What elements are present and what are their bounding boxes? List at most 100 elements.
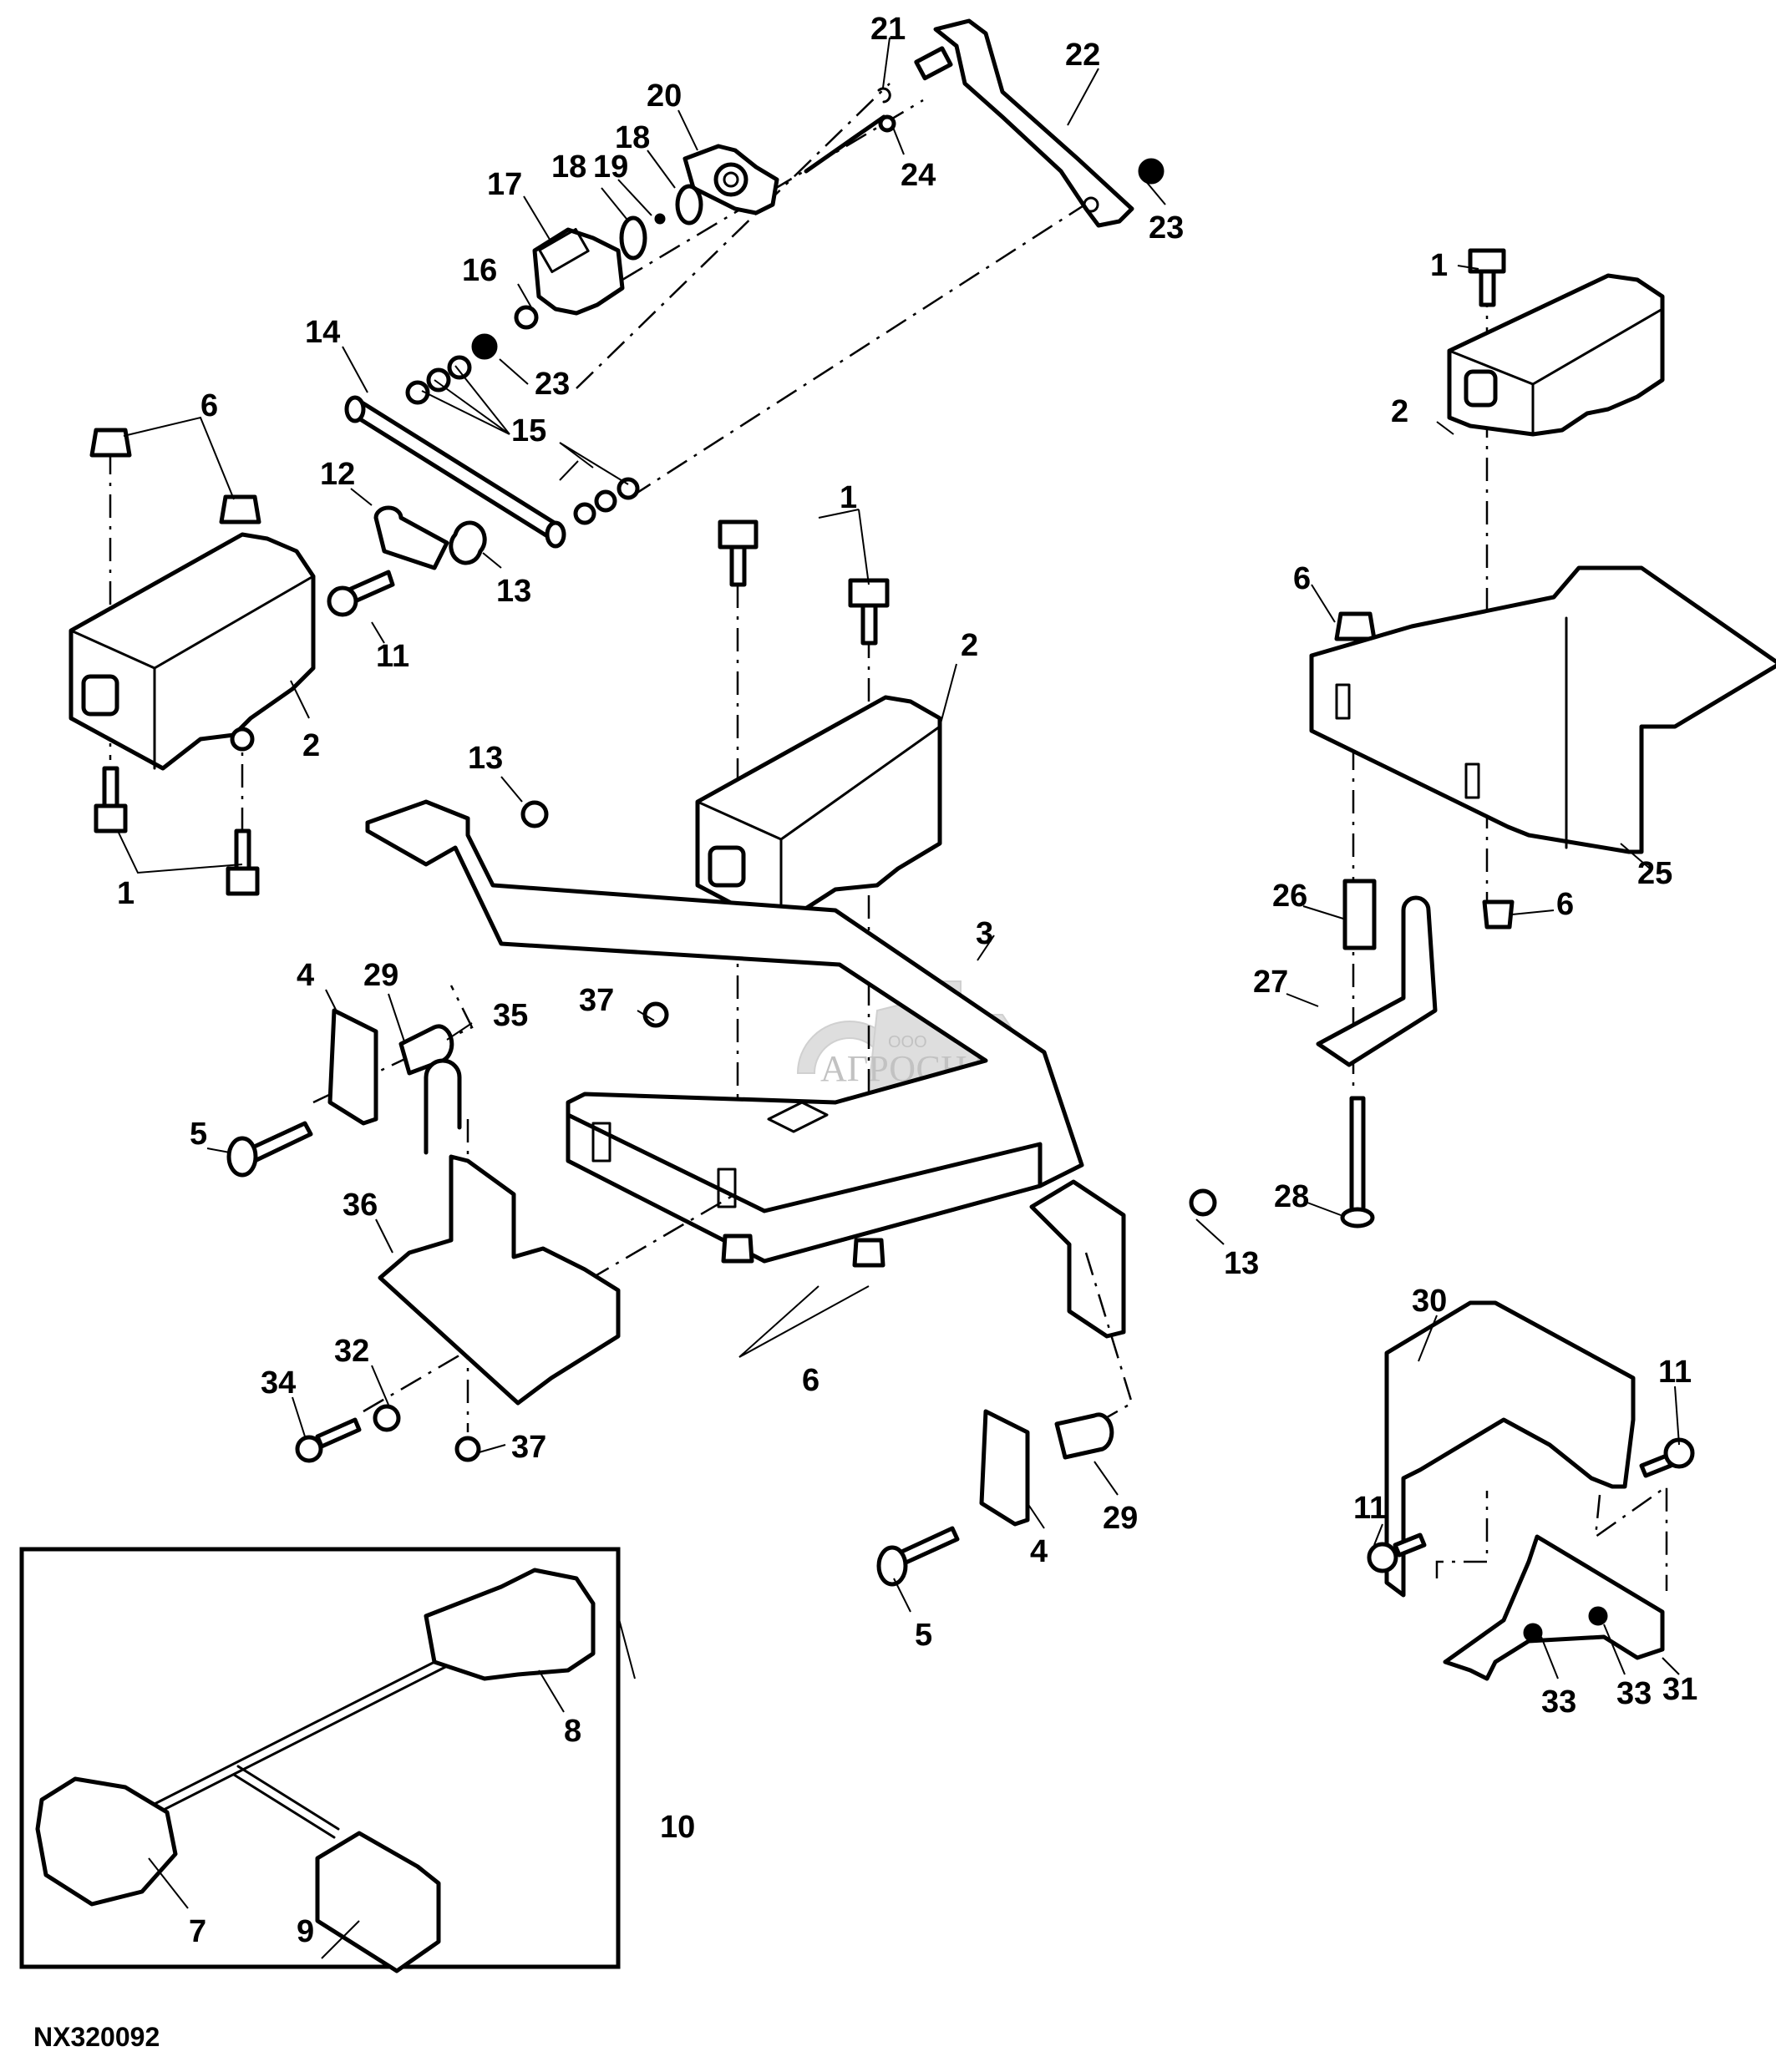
arm-22 — [933, 18, 1134, 228]
washer-19 — [654, 213, 666, 225]
callout-23: 23 — [1149, 210, 1184, 246]
shaft-end — [914, 46, 953, 81]
callout-6: 6 — [200, 388, 218, 423]
callout-30: 30 — [1412, 1284, 1447, 1319]
connector-port — [708, 845, 746, 888]
washer-15 — [594, 489, 617, 513]
bolt-28 — [1349, 1096, 1366, 1213]
actuator-body-2 — [69, 532, 316, 771]
actuator-body-2 — [1447, 273, 1665, 437]
nut-13 — [449, 520, 487, 565]
callout-33: 33 — [1541, 1684, 1576, 1720]
callout-29: 29 — [363, 958, 398, 993]
bolt-1 — [860, 603, 878, 646]
bracket-tab — [1029, 1179, 1126, 1339]
connector-9 — [315, 1831, 441, 1973]
lower-right-assembly — [1367, 1300, 1695, 1681]
connector-port — [1464, 369, 1498, 408]
bracket-3-body — [566, 1112, 1043, 1264]
callout-11: 11 — [376, 639, 409, 674]
pin-5 — [248, 1121, 313, 1163]
callout-31: 31 — [1662, 1672, 1697, 1707]
callout-10: 10 — [660, 1810, 695, 1845]
washer-32 — [373, 1404, 401, 1432]
leader-lines — [118, 37, 1680, 1959]
callout-17: 17 — [487, 167, 522, 202]
callout-18: 18 — [551, 149, 586, 185]
callout-24: 24 — [901, 158, 936, 193]
nut-6 — [852, 1238, 885, 1268]
main-bracket-3 — [365, 799, 1217, 1339]
nut-13 — [1189, 1188, 1217, 1217]
connector-7 — [35, 1776, 178, 1907]
nut-16 — [514, 305, 539, 330]
spacer-26 — [1342, 879, 1377, 950]
sensor-17 — [532, 227, 625, 316]
nut-6 — [219, 494, 261, 524]
bracket-27 — [1316, 895, 1438, 1067]
bracket-31 — [1443, 1534, 1665, 1681]
u-bolt-35 — [424, 1058, 462, 1155]
clamp-12 — [373, 505, 449, 570]
inset-wiring-harness — [19, 1547, 621, 1973]
bracket-36 — [378, 1154, 621, 1406]
callout-6: 6 — [802, 1363, 819, 1398]
nut-33 — [1588, 1606, 1608, 1626]
callout-33: 33 — [1616, 1676, 1652, 1711]
ring-18 — [675, 184, 703, 225]
callout-26: 26 — [1272, 879, 1307, 914]
callout-7: 7 — [189, 1914, 206, 1949]
nut-6 — [1482, 899, 1515, 930]
callout-37: 37 — [511, 1430, 546, 1465]
callout-1: 1 — [117, 876, 134, 911]
actuator-left — [69, 428, 316, 896]
nut-23 — [1138, 158, 1165, 185]
callout-2: 2 — [1391, 394, 1408, 429]
callout-4: 4 — [297, 958, 314, 993]
callout-15: 15 — [511, 413, 546, 448]
nut-6 — [1334, 611, 1377, 641]
callout-21: 21 — [870, 12, 906, 47]
nut-6 — [89, 428, 132, 458]
callout-25: 25 — [1637, 856, 1672, 891]
linkage-assembly — [471, 18, 1165, 499]
callout-19: 19 — [593, 149, 628, 185]
washer-15 — [617, 477, 640, 500]
bolt-34 — [315, 1417, 362, 1449]
ring-18-b — [619, 215, 647, 261]
callout-13: 13 — [468, 741, 503, 776]
callout-23: 23 — [535, 367, 570, 402]
bushing-29 — [1054, 1412, 1114, 1460]
bracket-25 — [1309, 565, 1776, 854]
callout-32: 32 — [334, 1334, 369, 1369]
bolt-11 — [1393, 1532, 1427, 1558]
nut-13 — [520, 800, 549, 828]
callout-28: 28 — [1274, 1179, 1309, 1214]
callout-13: 13 — [496, 574, 531, 609]
callout-4: 4 — [1030, 1534, 1048, 1569]
callout-5: 5 — [190, 1117, 207, 1152]
inset-frame — [19, 1547, 621, 1969]
clamp-assembly — [327, 505, 487, 617]
bracket-30 — [1384, 1300, 1636, 1598]
nut-37 — [454, 1436, 481, 1462]
callout-36: 36 — [343, 1188, 378, 1223]
callout-16: 16 — [462, 253, 497, 288]
clip-21 — [877, 87, 891, 104]
callout-8: 8 — [564, 1714, 581, 1749]
callout-6: 6 — [1293, 561, 1311, 596]
lower-left-assembly — [226, 985, 736, 1463]
callout-12: 12 — [320, 457, 355, 492]
washer-15 — [573, 502, 596, 525]
right-assembly — [1309, 248, 1776, 1229]
callout-2: 2 — [961, 628, 978, 663]
washer-15 — [405, 380, 430, 405]
callout-9: 9 — [297, 1914, 314, 1949]
callout-11: 11 — [1658, 1355, 1692, 1390]
callout-37: 37 — [579, 983, 614, 1018]
callout-1: 1 — [1430, 248, 1448, 283]
bolt-1 — [102, 766, 119, 808]
arm-hole — [1083, 196, 1099, 213]
bolt-1 — [729, 545, 747, 587]
